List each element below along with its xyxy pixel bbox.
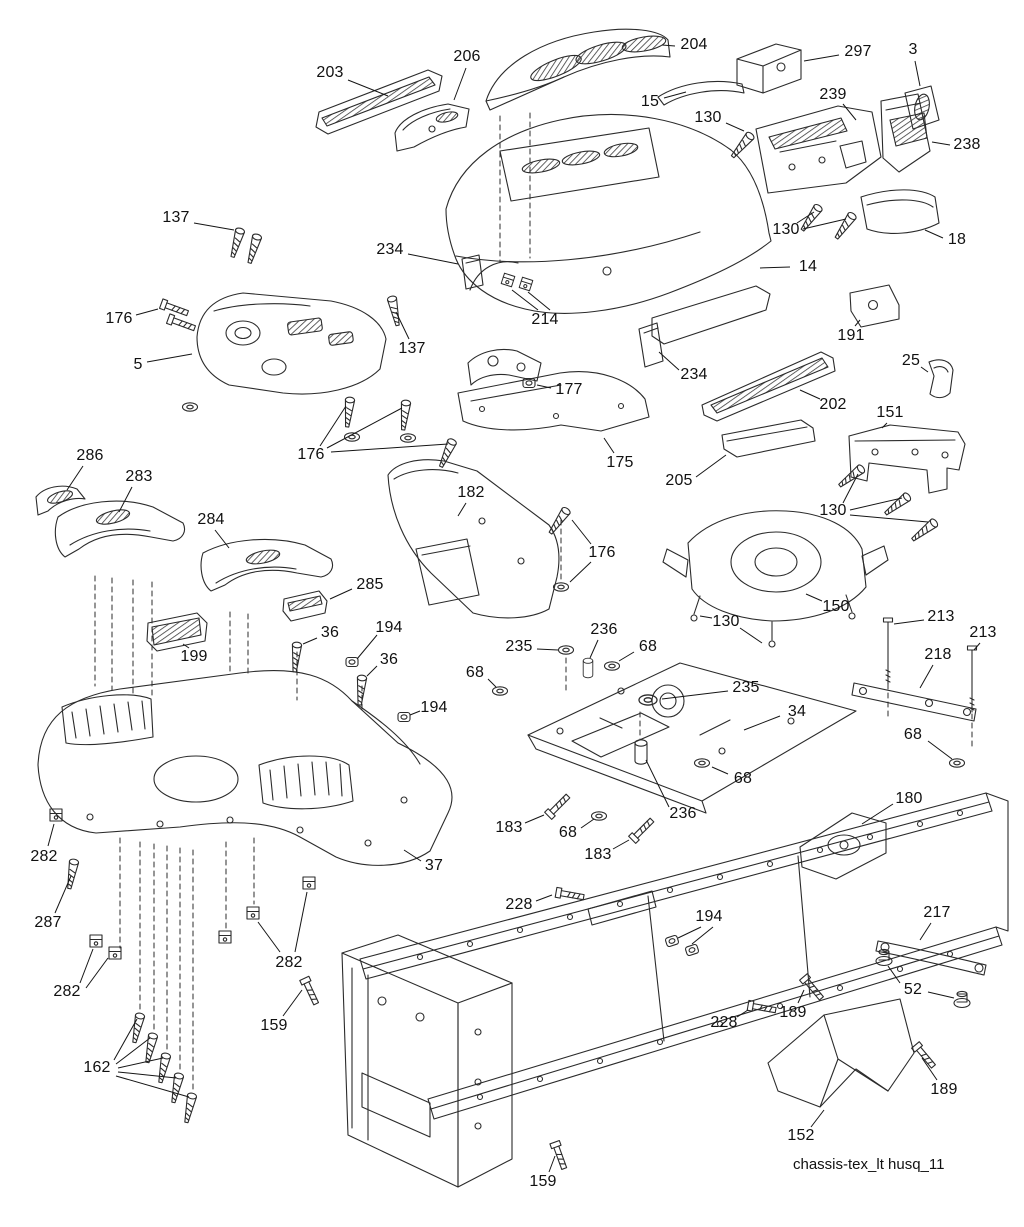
callout-228: 228 [505, 896, 533, 913]
part-side-panels [755, 93, 940, 234]
callout-286: 286 [76, 447, 104, 464]
callout-14: 14 [798, 258, 818, 275]
callout-159: 159 [529, 1173, 557, 1190]
callout-159: 159 [260, 1017, 288, 1034]
part-bumper-strip [657, 80, 745, 106]
callout-228: 228 [710, 1014, 738, 1031]
part-small-panels [461, 254, 954, 422]
callout-52: 52 [903, 981, 923, 998]
part-seat-plate [527, 662, 857, 814]
part-skid-plate [767, 998, 915, 1108]
callout-282: 282 [30, 848, 58, 865]
callout-180: 180 [895, 790, 923, 807]
callout-213: 213 [969, 624, 997, 641]
callout-68: 68 [903, 726, 923, 743]
part-frame [341, 792, 1009, 1188]
part-tail-box [736, 43, 802, 94]
part-straps [851, 682, 987, 976]
callout-137: 137 [398, 340, 426, 357]
callout-236: 236 [590, 621, 618, 638]
callout-130: 130 [694, 109, 722, 126]
part-dash [196, 292, 387, 395]
callout-182: 182 [457, 484, 485, 501]
callout-130: 130 [819, 502, 847, 519]
callout-25: 25 [901, 352, 921, 369]
callout-3: 3 [908, 41, 918, 58]
callout-151: 151 [876, 404, 904, 421]
callout-68: 68 [465, 664, 485, 681]
callout-68: 68 [558, 824, 578, 841]
part-channel-205 [721, 419, 816, 458]
part-lower-dash [387, 459, 560, 619]
callout-217: 217 [923, 904, 951, 921]
callout-152: 152 [787, 1127, 815, 1144]
callout-234: 234 [376, 241, 404, 258]
part-fender-trims [35, 485, 334, 652]
part-hood-bracket [394, 103, 470, 152]
callout-37: 37 [424, 857, 444, 874]
callout-189: 189 [930, 1081, 958, 1098]
callout-5: 5 [133, 356, 143, 373]
callout-297: 297 [844, 43, 872, 60]
callout-283: 283 [125, 468, 153, 485]
callout-137: 137 [162, 209, 190, 226]
callout-175: 175 [606, 454, 634, 471]
callout-285: 285 [356, 576, 384, 593]
callout-235: 235 [505, 638, 533, 655]
callout-214: 214 [531, 311, 559, 328]
diagram-caption: chassis-tex_lt husq_11 [793, 1156, 945, 1173]
callout-236: 236 [669, 805, 697, 822]
callout-183: 183 [584, 846, 612, 863]
callout-177: 177 [555, 381, 583, 398]
callout-36: 36 [320, 624, 340, 641]
callout-282: 282 [53, 983, 81, 1000]
callout-18: 18 [947, 231, 967, 248]
callout-239: 239 [819, 86, 847, 103]
callout-176: 176 [588, 544, 616, 561]
callout-176: 176 [105, 310, 133, 327]
callout-191: 191 [837, 327, 865, 344]
callout-130: 130 [712, 613, 740, 630]
callout-203: 203 [316, 64, 344, 81]
callout-68: 68 [733, 770, 753, 787]
part-side-trim [315, 69, 443, 135]
callout-36: 36 [379, 651, 399, 668]
callout-205: 205 [665, 472, 693, 489]
callout-213: 213 [927, 608, 955, 625]
callout-234: 234 [680, 366, 708, 383]
callout-282: 282 [275, 954, 303, 971]
callout-130: 130 [772, 221, 800, 238]
part-bracket-151 [848, 424, 966, 494]
callout-218: 218 [924, 646, 952, 663]
callout-238: 238 [953, 136, 981, 153]
callout-34: 34 [787, 703, 807, 720]
part-grille-insert [485, 28, 671, 111]
callout-194: 194 [420, 699, 448, 716]
callout-194: 194 [375, 619, 403, 636]
callout-176: 176 [297, 446, 325, 463]
callout-199: 199 [180, 648, 208, 665]
callout-189: 189 [779, 1004, 807, 1021]
callout-183: 183 [495, 819, 523, 836]
part-support-plate [457, 348, 650, 432]
callout-194: 194 [695, 908, 723, 925]
callout-68: 68 [638, 638, 658, 655]
callout-202: 202 [819, 396, 847, 413]
callout-150: 150 [822, 598, 850, 615]
callout-284: 284 [197, 511, 225, 528]
callout-162: 162 [83, 1059, 111, 1076]
callout-235: 235 [732, 679, 760, 696]
part-blower-housing [662, 510, 889, 648]
part-hood [445, 114, 772, 345]
callout-15: 15 [640, 93, 660, 110]
callout-204: 204 [680, 36, 708, 53]
callout-206: 206 [453, 48, 481, 65]
part-fender [37, 670, 453, 866]
callout-287: 287 [34, 914, 62, 931]
